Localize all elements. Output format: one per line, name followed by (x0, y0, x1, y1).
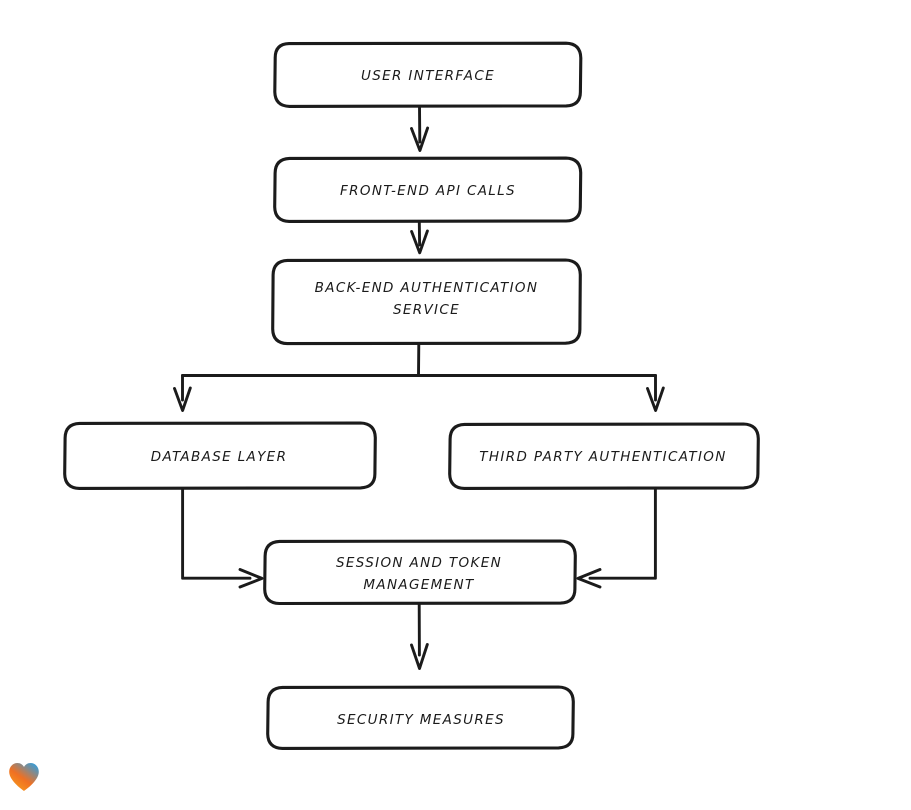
node-label: SESSION AND TOKEN (336, 555, 502, 571)
edge-backend-to-database (173, 374, 192, 412)
node-user-interface[interactable]: USER INTERFACE (273, 41, 583, 108)
edge-frontend-to-backend (410, 220, 429, 255)
edge-session-to-security (410, 602, 429, 670)
node-label: BACK-END AUTHENTICATION (315, 280, 539, 296)
node-security-measures[interactable]: SECURITY MEASURES (266, 685, 575, 750)
node-database-layer[interactable]: DATABASE LAYER (63, 421, 377, 490)
node-label-line2: MANAGEMENT (363, 577, 475, 593)
node-label: THIRD PARTY AUTHENTICATION (479, 449, 726, 465)
edge-backend-branch-trunk (181, 342, 657, 377)
node-label: FRONT-END API CALLS (340, 183, 516, 199)
node-session-and-token-management[interactable]: SESSION AND TOKEN MANAGEMENT (263, 539, 577, 606)
node-third-party-authentication[interactable]: THIRD PARTY AUTHENTICATION (448, 422, 760, 490)
heart-icon (9, 763, 39, 791)
node-label-line2: SERVICE (393, 302, 460, 318)
edge-database-to-session (181, 487, 264, 589)
node-label: SECURITY MEASURES (337, 712, 505, 728)
edge-thirdparty-to-session (576, 487, 657, 589)
edge-backend-to-thirdparty (646, 374, 665, 412)
node-label: USER INTERFACE (361, 68, 495, 84)
node-label: DATABASE LAYER (151, 449, 288, 465)
node-front-end-api-calls[interactable]: FRONT-END API CALLS (273, 156, 583, 223)
edge-ui-to-frontend (410, 105, 430, 152)
node-back-end-authentication-service[interactable]: BACK-END AUTHENTICATION SERVICE (271, 258, 582, 346)
heart-logo-watermark (8, 762, 42, 794)
